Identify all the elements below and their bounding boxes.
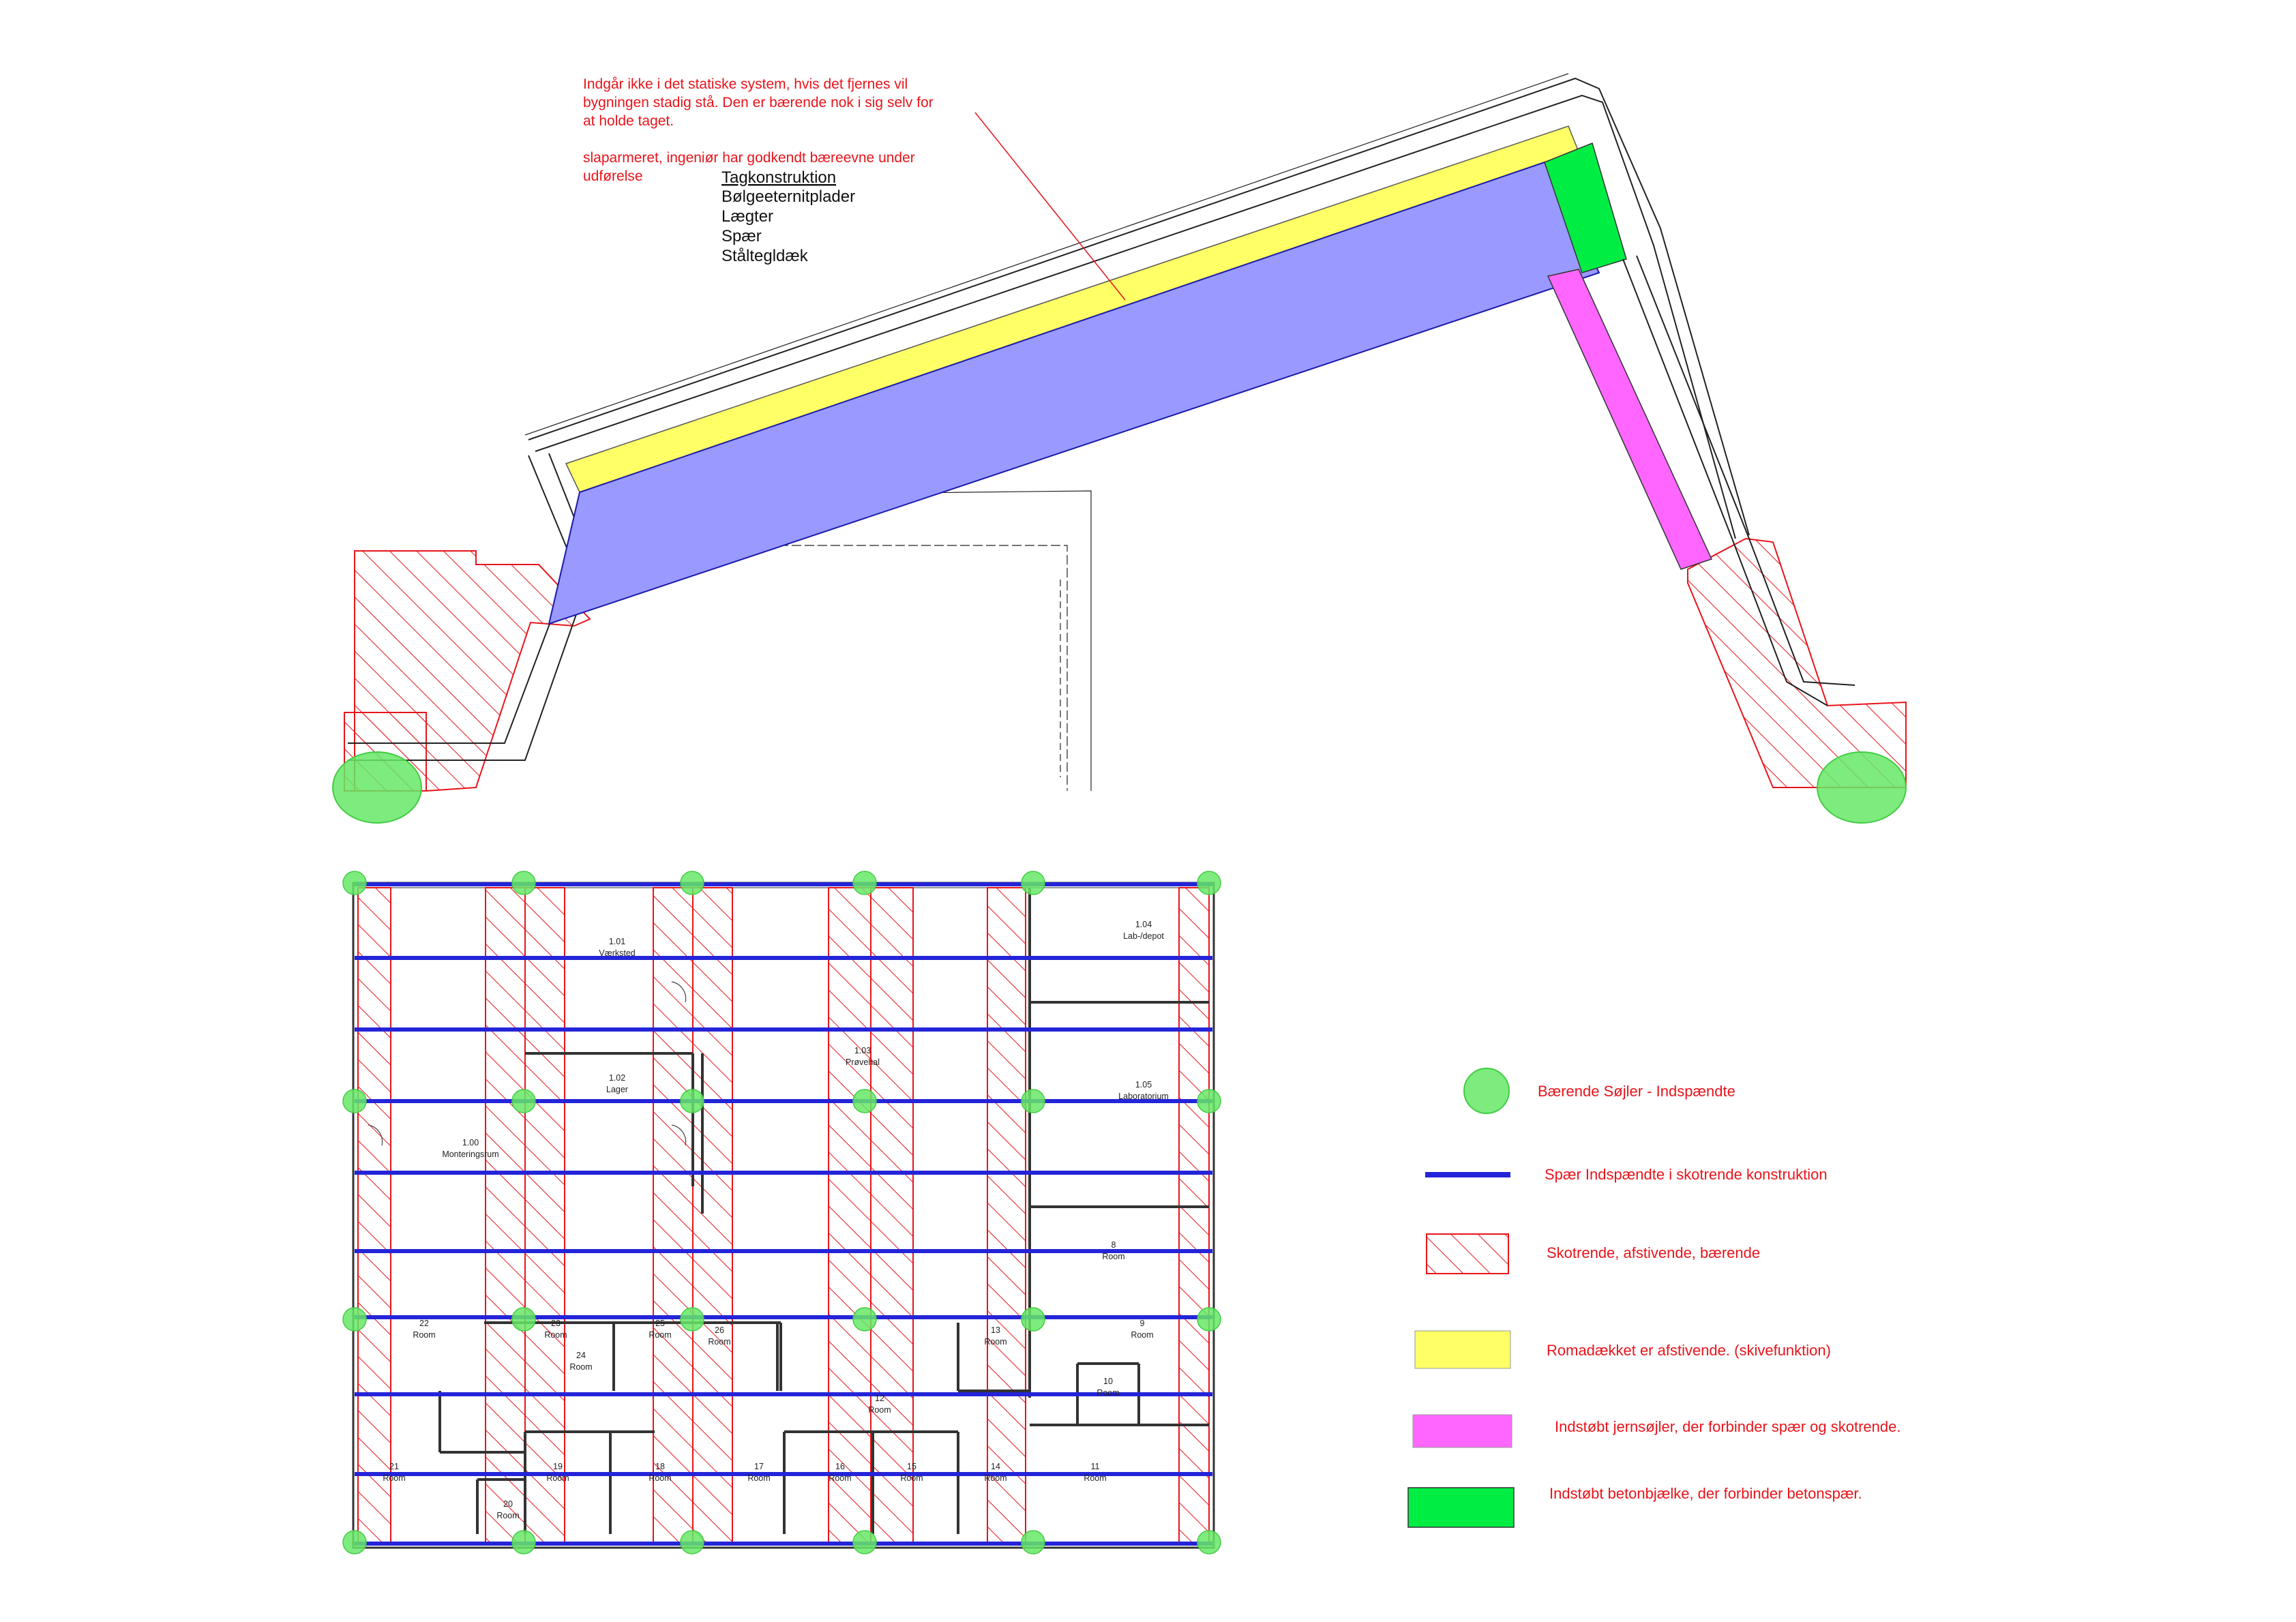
- room-23-name: Room: [544, 1330, 567, 1340]
- room-10-name: Room: [1097, 1388, 1119, 1398]
- room-18-name: Room: [648, 1473, 671, 1483]
- room-1-01-number: 1.01: [609, 937, 625, 946]
- room-12-number: 12: [875, 1394, 884, 1403]
- legend: Bærende Søjler - Indspændte Spær Indspæn…: [1407, 1068, 1900, 1528]
- gutter-strip-4: [653, 887, 694, 1544]
- right-wall-line: [1622, 258, 1828, 706]
- room-10-number: 10: [1103, 1377, 1113, 1386]
- roof-construction-title: Tagkonstruktion: [721, 168, 836, 187]
- concrete-beam-green: [1544, 142, 1627, 273]
- door-swings: [368, 981, 687, 1146]
- room-19-number: 19: [553, 1462, 563, 1471]
- room-1-04-number: 1.04: [1135, 920, 1152, 929]
- room-19-name: Room: [546, 1473, 569, 1483]
- gutter-strip-1: [357, 887, 391, 1544]
- legend-beam-label: Indstøbt betonbjælke, der forbinder beto…: [1549, 1485, 1862, 1502]
- room-22-number: 22: [419, 1319, 429, 1328]
- room-21-number: 21: [389, 1462, 399, 1471]
- room-8-number: 8: [1112, 1240, 1116, 1250]
- room-14-number: 14: [991, 1462, 1000, 1471]
- room-8-name: Room: [1102, 1252, 1124, 1261]
- gutter-strip-8: [987, 887, 1026, 1544]
- room-16-number: 16: [835, 1462, 845, 1471]
- right-wall-line-2: [1636, 255, 1855, 686]
- room-24-name: Room: [569, 1362, 592, 1372]
- roof-layer-3: Spær: [721, 227, 762, 245]
- columns-green: [342, 871, 1221, 1555]
- floor-plan: 1.01 Værksted 1.04 Lab-/depot 1.03 Prøve…: [342, 871, 1221, 1555]
- gutter-strip-5: [692, 887, 733, 1544]
- note-leader-line: [974, 112, 1126, 301]
- room-20-name: Room: [496, 1511, 519, 1520]
- room-24-number: 24: [576, 1351, 586, 1360]
- room-11-number: 11: [1091, 1462, 1100, 1471]
- room-1-02-name: Lager: [606, 1085, 628, 1094]
- room-23-number: 23: [551, 1319, 561, 1328]
- room-18-number: 18: [655, 1462, 665, 1471]
- rafter-blue: [548, 161, 1600, 625]
- roof-outer-line: [528, 77, 1750, 536]
- room-17-number: 17: [754, 1462, 764, 1471]
- foundation-column-left: [332, 751, 422, 824]
- engineer-note: Indgår ikke i det statiske system, hvis …: [583, 76, 937, 184]
- room-17-name: Room: [747, 1473, 770, 1483]
- room-15-name: Room: [900, 1473, 923, 1483]
- legend-rafter-label: Spær Indspændte i skotrende konstruktion: [1545, 1166, 1828, 1183]
- room-22-name: Room: [413, 1330, 435, 1340]
- room-1-03-name: Prøvehal: [846, 1057, 880, 1067]
- room-9-number: 9: [1140, 1319, 1145, 1328]
- room-25-number: 25: [655, 1319, 665, 1328]
- roof-layer-2: Lægter: [721, 207, 773, 226]
- left-wall-line: [348, 455, 574, 744]
- room-1-04-name: Lab-/depot: [1123, 931, 1164, 941]
- room-11-name: Room: [1084, 1473, 1106, 1483]
- room-13-number: 13: [991, 1325, 1000, 1335]
- room-1-05-name: Laboratorium: [1118, 1092, 1169, 1101]
- room-16-name: Room: [829, 1473, 851, 1483]
- gutter-strip-9: [1178, 887, 1210, 1544]
- room-labels: 1.01 Værksted 1.04 Lab-/depot 1.03 Prøve…: [383, 920, 1169, 1520]
- room-12-name: Room: [868, 1405, 891, 1415]
- roof-edge: [524, 73, 1569, 436]
- room-26-number: 26: [715, 1325, 724, 1335]
- room-1-00-name: Monteringsrum: [442, 1150, 498, 1159]
- gutter-strip-6: [828, 887, 871, 1544]
- room-9-name: Room: [1131, 1330, 1153, 1340]
- legend-gutter-label: Skotrende, afstivende, bærende: [1547, 1244, 1760, 1261]
- roof-layer-1: Bølgeeternitplader: [721, 187, 855, 206]
- gutter-strip-7: [870, 887, 914, 1544]
- room-1-03-number: 1.03: [854, 1046, 871, 1055]
- rafters-blue: [355, 882, 1212, 1546]
- gutter-strip-2: [485, 887, 526, 1544]
- room-1-00-number: 1.00: [462, 1138, 479, 1147]
- room-1-01-name: Værksted: [599, 948, 636, 958]
- room-25-name: Room: [648, 1330, 671, 1340]
- foundation-column-right: [1817, 751, 1907, 824]
- room-14-name: Room: [984, 1473, 1007, 1483]
- room-1-02-number: 1.02: [609, 1073, 625, 1083]
- legend-gutter-symbol: [1426, 1233, 1509, 1274]
- legend-deck-symbol: [1414, 1330, 1511, 1369]
- roof-section: Indgår ikke i det statiske system, hvis …: [332, 73, 1907, 824]
- legend-beam-symbol: [1407, 1487, 1515, 1528]
- room-1-05-number: 1.05: [1135, 1080, 1152, 1090]
- room-13-name: Room: [984, 1337, 1007, 1347]
- room-21-name: Room: [383, 1473, 405, 1483]
- roof-outer-line-2: [535, 94, 1736, 539]
- room-26-name: Room: [708, 1337, 730, 1347]
- gutter-strip-3: [524, 887, 565, 1544]
- legend-iron-column-symbol: [1412, 1414, 1512, 1448]
- interior-outline-2: [610, 545, 1068, 791]
- room-15-number: 15: [907, 1462, 916, 1471]
- legend-deck-label: Romadækket er afstivende. (skivefunktion…: [1547, 1342, 1831, 1359]
- legend-column-symbol: [1463, 1068, 1510, 1114]
- roof-layer-4: Ståltegldæk: [721, 247, 809, 265]
- iron-column-magenta: [1547, 269, 1713, 570]
- room-20-number: 20: [503, 1499, 513, 1509]
- legend-column-label: Bærende Søjler - Indspændte: [1538, 1083, 1735, 1100]
- left-wall-line-2: [348, 453, 595, 761]
- legend-iron-column-label: Indstøbt jernsøjler, der forbinder spær …: [1555, 1418, 1900, 1435]
